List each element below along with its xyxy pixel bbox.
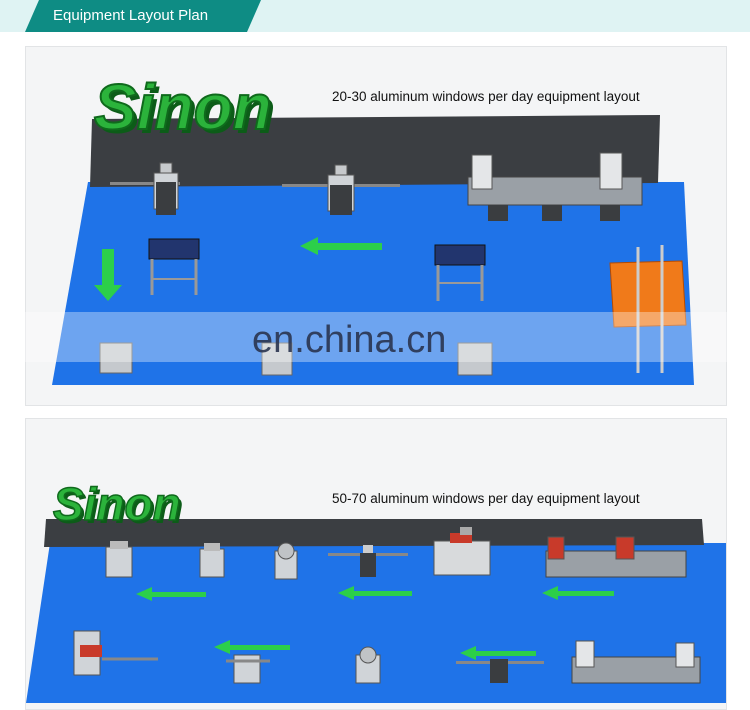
row3-machine-4 <box>456 659 544 683</box>
back-wall <box>90 115 660 187</box>
panel-caption-1: 20-30 aluminum windows per day equipment… <box>332 89 640 104</box>
section-tab <box>25 0 261 32</box>
layout-illustration-2: Sinon Sinon <box>26 477 726 703</box>
floor-2 <box>26 543 726 703</box>
machine-c <box>457 342 493 376</box>
logo-shadow-2: Sinon <box>56 481 184 533</box>
flow-arrow-down <box>94 249 122 301</box>
layout-panel-1: Sinon Sinon <box>25 46 727 406</box>
section-title: Equipment Layout Plan <box>53 7 209 24</box>
machine-b <box>261 342 293 376</box>
machine-a <box>99 342 133 374</box>
flow-arrow-r3-1 <box>214 640 290 654</box>
logo-shadow: Sinon <box>98 75 276 147</box>
back-wall-2 <box>44 519 704 547</box>
row1-machine-4 <box>328 545 408 577</box>
row3-machine-1 <box>73 630 158 676</box>
row1-machine-2 <box>199 543 225 578</box>
row3-machine-3 <box>355 646 381 684</box>
flow-arrow-r2-2 <box>338 586 412 600</box>
watermark-band <box>0 312 750 362</box>
row3-machine-5 <box>571 640 701 684</box>
work-table-1 <box>148 238 200 295</box>
logo: Sinon <box>94 71 272 143</box>
profile-rack <box>609 245 687 373</box>
flow-arrow-r2-1 <box>136 587 206 601</box>
layout-illustration-1: Sinon Sinon <box>52 70 694 385</box>
work-table-2 <box>434 244 486 301</box>
logo-2: Sinon <box>53 478 181 530</box>
row1-machine-3 <box>274 542 298 580</box>
panel-caption-2: 50-70 aluminum windows per day equipment… <box>332 491 640 506</box>
flow-arrow-left <box>300 237 382 255</box>
double-head-saw <box>467 152 643 221</box>
flow-arrow-r3-2 <box>460 646 536 660</box>
row1-machine-6 <box>545 536 687 578</box>
floor <box>52 182 694 385</box>
row3-machine-2 <box>226 654 270 684</box>
cutting-saw-2 <box>282 164 400 215</box>
cutting-saw-1 <box>110 162 180 215</box>
row1-machine-5 <box>433 527 491 576</box>
row1-machine-1 <box>105 541 133 578</box>
flow-arrow-r2-3 <box>542 586 614 600</box>
layout-panel-2: Sinon Sinon 50-70 aluminum windows per d… <box>25 418 727 710</box>
watermark-text: en.china.cn <box>252 319 447 361</box>
